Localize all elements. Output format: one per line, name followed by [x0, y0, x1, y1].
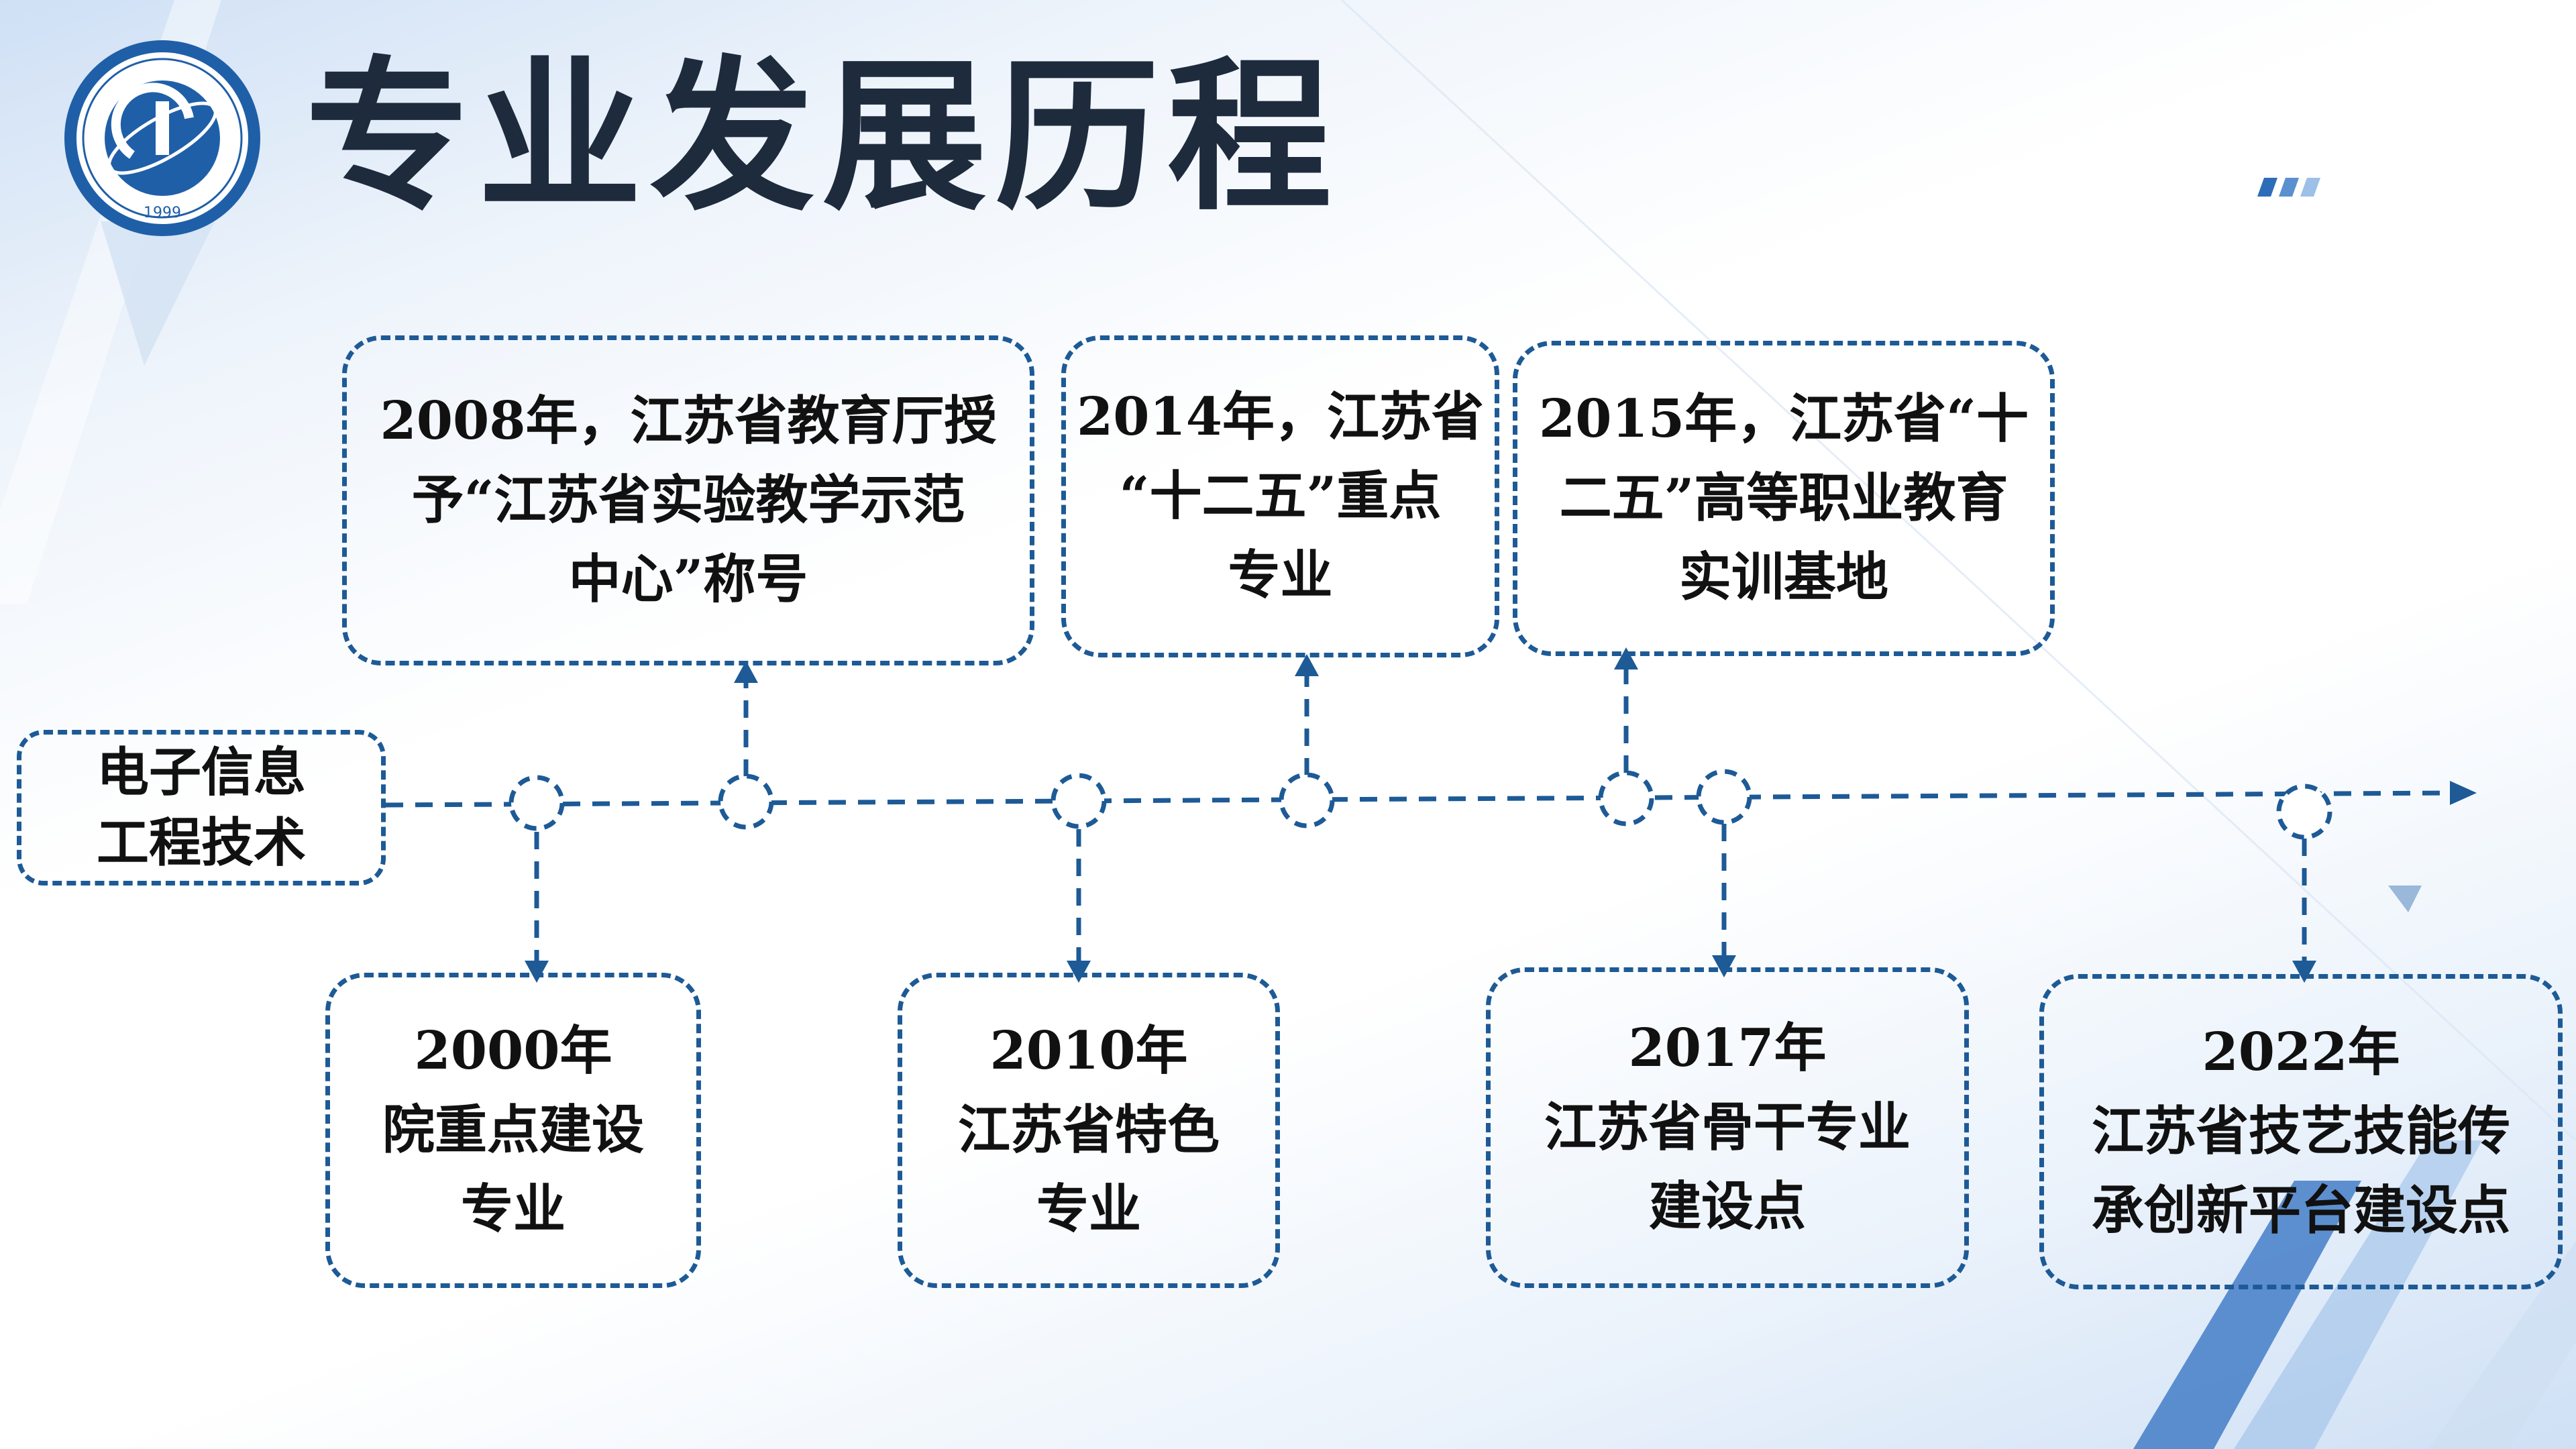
milestone-line: 承创新平台建设点 [2091, 1180, 2510, 1241]
arrow-down-icon [2292, 961, 2316, 983]
milestone-2017-box: 2017年 江苏省骨干专业 建设点 [1486, 967, 1969, 1288]
milestone-2014-box: 2014年，江苏省 “十二五”重点 专业 [1061, 335, 1499, 657]
milestone-line: 建设点 [1648, 1176, 1806, 1237]
timeline-node [718, 773, 774, 830]
arrow-down-icon [525, 961, 549, 983]
milestone-line: 实训基地 [1678, 547, 1888, 608]
milestone-2008-box: 2008年，江苏省教育厅授 予“江苏省实验教学示范 中心”称号 [342, 335, 1034, 665]
milestone-line: 2014年，江苏省 [1076, 386, 1485, 447]
arrow-up-icon [734, 661, 758, 683]
milestone-line: 江苏省骨干专业 [1544, 1097, 1911, 1158]
milestone-line: 江苏省特色 [957, 1099, 1220, 1161]
milestone-line: 2022年 [2202, 1022, 2400, 1083]
timeline-node [1051, 773, 1107, 829]
milestone-line: 2015年，江苏省“十 [1539, 388, 2029, 449]
milestone-2000-box: 2000年 院重点建设 专业 [325, 973, 701, 1288]
milestone-line: 专业 [460, 1179, 566, 1240]
milestone-2022-box: 2022年 江苏省技艺技能传 承创新平台建设点 [2039, 974, 2563, 1289]
stripes-decoration [2257, 178, 2320, 197]
milestone-line: 二五”高等职业教育 [1559, 468, 2008, 529]
arrow-down-icon [1067, 961, 1091, 983]
milestone-line: 院重点建设 [382, 1099, 644, 1161]
origin-line: 工程技术 [96, 812, 306, 873]
college-logo: 1999 [64, 40, 260, 236]
arrow-down-icon [1712, 955, 1736, 977]
milestone-line: 2008年，江苏省教育厅授 [380, 390, 997, 451]
milestone-line: “十二五”重点 [1119, 466, 1442, 527]
page-title: 专业发展历程 [305, 42, 1340, 233]
arrow-right-icon [2450, 781, 2477, 805]
milestone-2015-box: 2015年，江苏省“十 二五”高等职业教育 实训基地 [1513, 341, 2055, 656]
milestone-line: 专业 [1228, 545, 1333, 606]
milestone-line: 予“江苏省实验教学示范 [411, 470, 965, 531]
timeline-node [2276, 784, 2332, 840]
milestone-line: 2010年 [989, 1020, 1188, 1081]
timeline-node [1598, 770, 1654, 826]
milestone-line: 2000年 [414, 1020, 612, 1081]
timeline-node [508, 775, 565, 831]
milestone-line: 中心”称号 [568, 549, 808, 610]
origin-line: 电子信息 [96, 742, 306, 803]
logo-year-text: 1999 [144, 205, 181, 221]
origin-box: 电子信息 工程技术 [17, 730, 386, 885]
timeline-axis [385, 790, 2456, 808]
milestone-line: 专业 [1036, 1179, 1141, 1240]
milestone-2010-box: 2010年 江苏省特色 专业 [898, 973, 1280, 1288]
timeline-node [1696, 769, 1752, 825]
milestone-line: 2017年 [1628, 1018, 1827, 1079]
arrow-up-icon [1614, 647, 1638, 669]
timeline-node [1279, 772, 1335, 828]
milestone-line: 江苏省技艺技能传 [2091, 1101, 2510, 1162]
arrow-up-icon [1295, 654, 1319, 676]
